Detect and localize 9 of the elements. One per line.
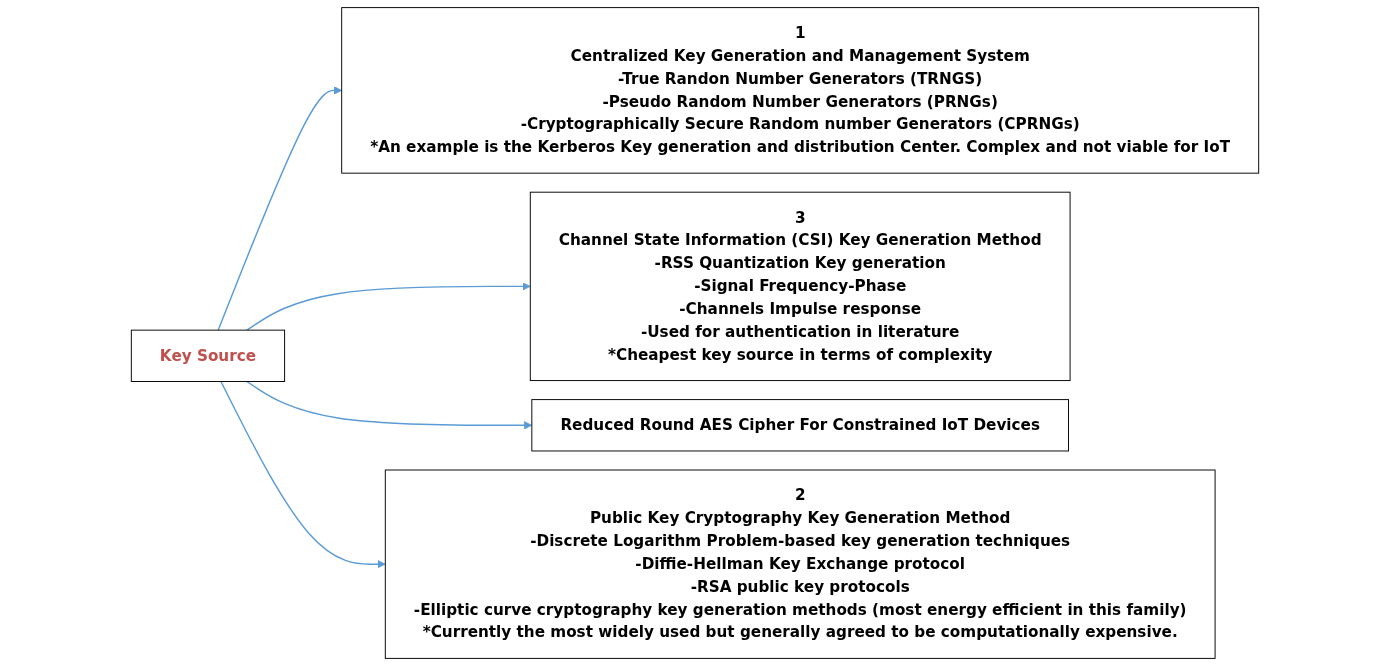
node-box: Reduced Round AES Cipher For Constrained IoT Devices [531, 399, 1069, 452]
node-box: 2 Public Key Cryptography Key Generation Method -Discrete Logarithm Problem-based key generation techniques -Diffie-Hellman Key Exchange protocol -RSA public key protocols -Elliptic curve cryptography key generation methods (most energy efficient in this family) *Currently the most widely used but generally agreed to be computationally expensive. [384, 469, 1216, 659]
node-box: 1 Centralized Key Generation and Management System -True Randon Number Generators (TRNGS) -Pseudo Random Number Generators (PRNGs) -Cryptographically Secure Random number Generators (CPRNGs) *An example is the Kerberos Key generation and distribution Center. Complex and not viable for IoT [341, 7, 1260, 174]
arrow [220, 380, 386, 569]
node-box: 3 Channel State Information (CSI) Key Generation Method -RSS Quantization Key generation -Signal Frequency-Phase -Channels Impulse response -Used for authentication in literature *Cheapest key source in terms of complexity [529, 191, 1071, 382]
arrow [217, 86, 343, 331]
arrow [246, 282, 531, 331]
arrow [246, 380, 533, 430]
node-box: Key Source [130, 329, 286, 382]
